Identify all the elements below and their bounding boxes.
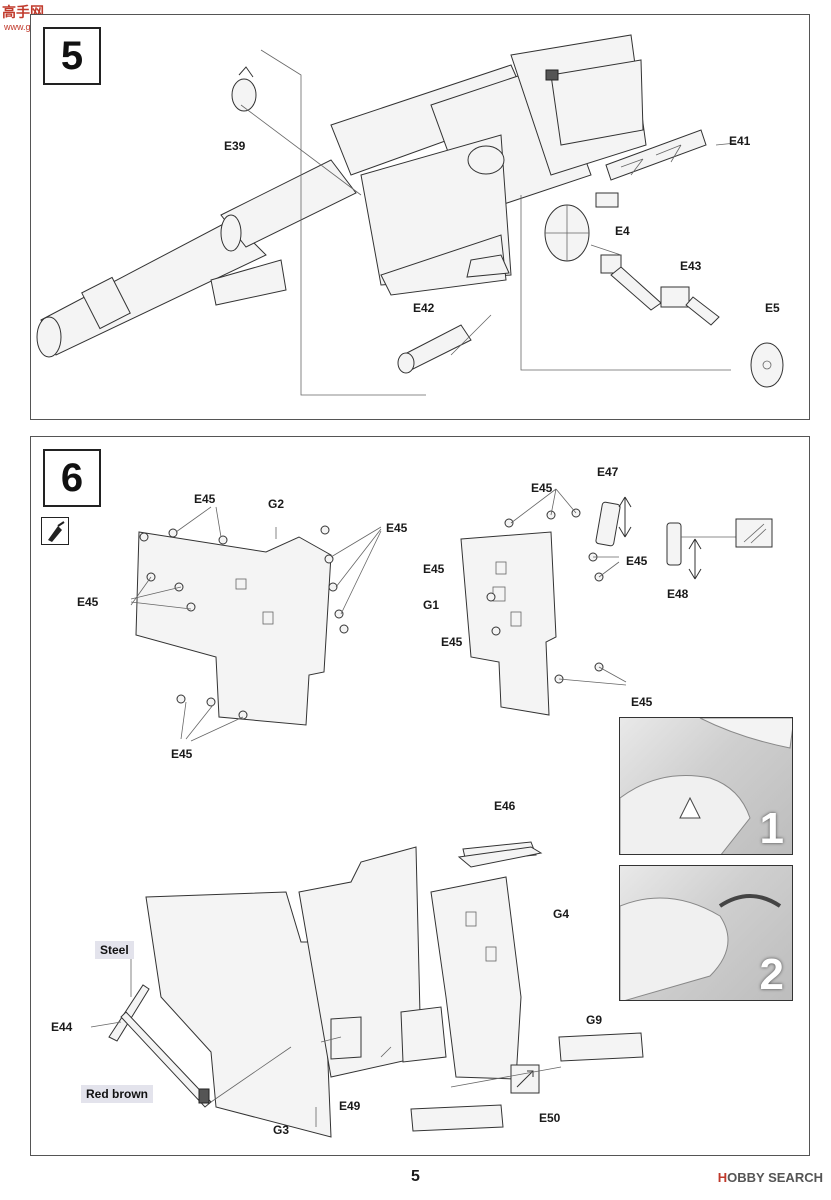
step6-leaders-bottom: [90, 957, 562, 1127]
instruction-photo-2: 2: [619, 865, 793, 1001]
e4-handwheel: [544, 204, 590, 262]
label-e45: E45: [194, 492, 216, 506]
gun-barrel: [36, 159, 357, 358]
label-e45: E45: [77, 595, 99, 609]
g9-part: [558, 1032, 644, 1062]
label-e45: E45: [626, 554, 648, 568]
step6-panel: 6 G2 E45 E45 E45 E45 E45 E47 E45 E45 G1 …: [30, 436, 810, 1156]
hobby-search-logo: HOBBY SEARCH: [717, 1170, 823, 1185]
label-g3: G3: [273, 1123, 290, 1137]
lower-assembly: [145, 841, 537, 1138]
label-e4: E4: [615, 224, 630, 238]
gun-breech: [510, 34, 647, 176]
label-e45: E45: [441, 635, 463, 649]
step6-leaders-top: [130, 488, 627, 742]
gun-cradle: [210, 64, 592, 306]
label-e42: E42: [413, 301, 435, 315]
label-e45: E45: [423, 562, 445, 576]
label-e48: E48: [667, 587, 689, 601]
label-e45: E45: [171, 747, 193, 761]
label-e44: E44: [51, 1020, 73, 1034]
e48-part: [666, 518, 773, 580]
instruction-photo-1: 1: [619, 717, 793, 855]
label-e47: E47: [597, 465, 619, 479]
e47-part: [595, 496, 632, 547]
glue-icon: [41, 517, 69, 545]
label-e43: E43: [680, 259, 702, 273]
label-g1: G1: [423, 598, 440, 612]
paint-red-brown: Red brown: [81, 1085, 153, 1103]
label-g9: G9: [586, 1013, 603, 1027]
label-e5: E5: [765, 301, 780, 315]
g1-plate: [460, 531, 557, 716]
e5-handwheel: [750, 342, 784, 388]
e50-part: [410, 1064, 540, 1132]
step6-drawing: [90, 488, 773, 1138]
label-g4: G4: [553, 907, 570, 921]
step5-panel: 5 E39 E41 E4 E43 E42 E5: [30, 14, 810, 420]
label-e45: E45: [531, 481, 553, 495]
e39-part: [231, 66, 257, 112]
step5-drawing: [36, 34, 784, 396]
e43-shaft: [600, 254, 720, 326]
label-g2: G2: [268, 497, 285, 511]
label-e46: E46: [494, 799, 516, 813]
e42-part: [397, 324, 472, 374]
label-e39: E39: [224, 139, 246, 153]
label-e45: E45: [631, 695, 653, 709]
e46-part: [457, 846, 543, 868]
label-e49: E49: [339, 1099, 361, 1113]
e44-pickaxe: [108, 984, 212, 1108]
step6-number: 6: [43, 449, 101, 507]
page-number: 5: [411, 1168, 420, 1185]
step5-number: 5: [43, 27, 101, 85]
label-e45: E45: [386, 521, 408, 535]
photo-number-1: 1: [759, 804, 784, 853]
g2-plate: [135, 527, 332, 726]
step5-leaders: [240, 49, 737, 396]
paint-steel: Steel: [95, 941, 134, 959]
photo-number-2: 2: [759, 950, 784, 999]
label-e50: E50: [539, 1111, 561, 1125]
e41-part: [595, 129, 707, 208]
label-e41: E41: [729, 134, 751, 148]
